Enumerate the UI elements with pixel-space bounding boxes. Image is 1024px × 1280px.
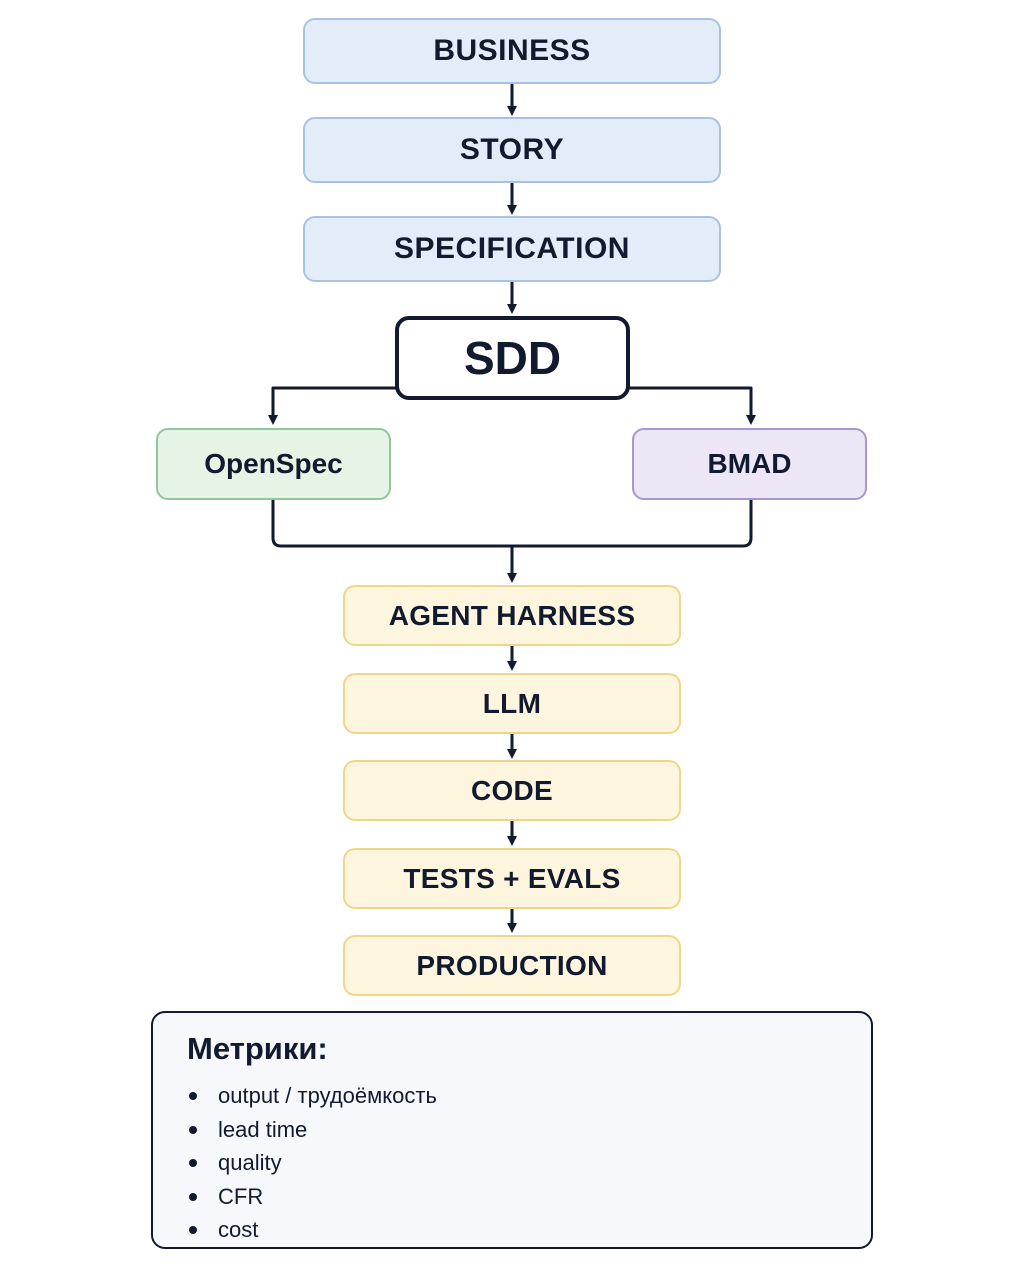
tests-evals-node: TESTS + EVALS — [343, 848, 681, 909]
metrics-item-cost: cost — [187, 1213, 837, 1247]
arrow-sdd-bmad — [628, 386, 756, 425]
sdd-node: SDD — [395, 316, 630, 400]
connector-openspec-merge — [271, 498, 514, 548]
specification-node: SPECIFICATION — [303, 216, 721, 282]
metrics-title: Метрики: — [187, 1031, 328, 1066]
openspec-node: OpenSpec — [156, 428, 391, 500]
metrics-item-output: output / трудоёмкость — [187, 1079, 837, 1113]
metrics-list: output / трудоёмкость lead time quality … — [187, 1079, 837, 1247]
connector-bmad-merge — [510, 498, 753, 548]
metrics-panel: Метрики: output / трудоёмкость lead time… — [151, 1011, 873, 1249]
business-node: BUSINESS — [303, 18, 721, 84]
metrics-item-quality: quality — [187, 1146, 837, 1180]
code-node: CODE — [343, 760, 681, 821]
agent-harness-node: AGENT HARNESS — [343, 585, 681, 646]
llm-node: LLM — [343, 673, 681, 734]
metrics-item-cfr: CFR — [187, 1180, 837, 1214]
bmad-node: BMAD — [632, 428, 867, 500]
production-node: PRODUCTION — [343, 935, 681, 996]
arrow-sdd-openspec — [268, 386, 397, 425]
metrics-item-lead-time: lead time — [187, 1113, 837, 1147]
story-node: STORY — [303, 117, 721, 183]
